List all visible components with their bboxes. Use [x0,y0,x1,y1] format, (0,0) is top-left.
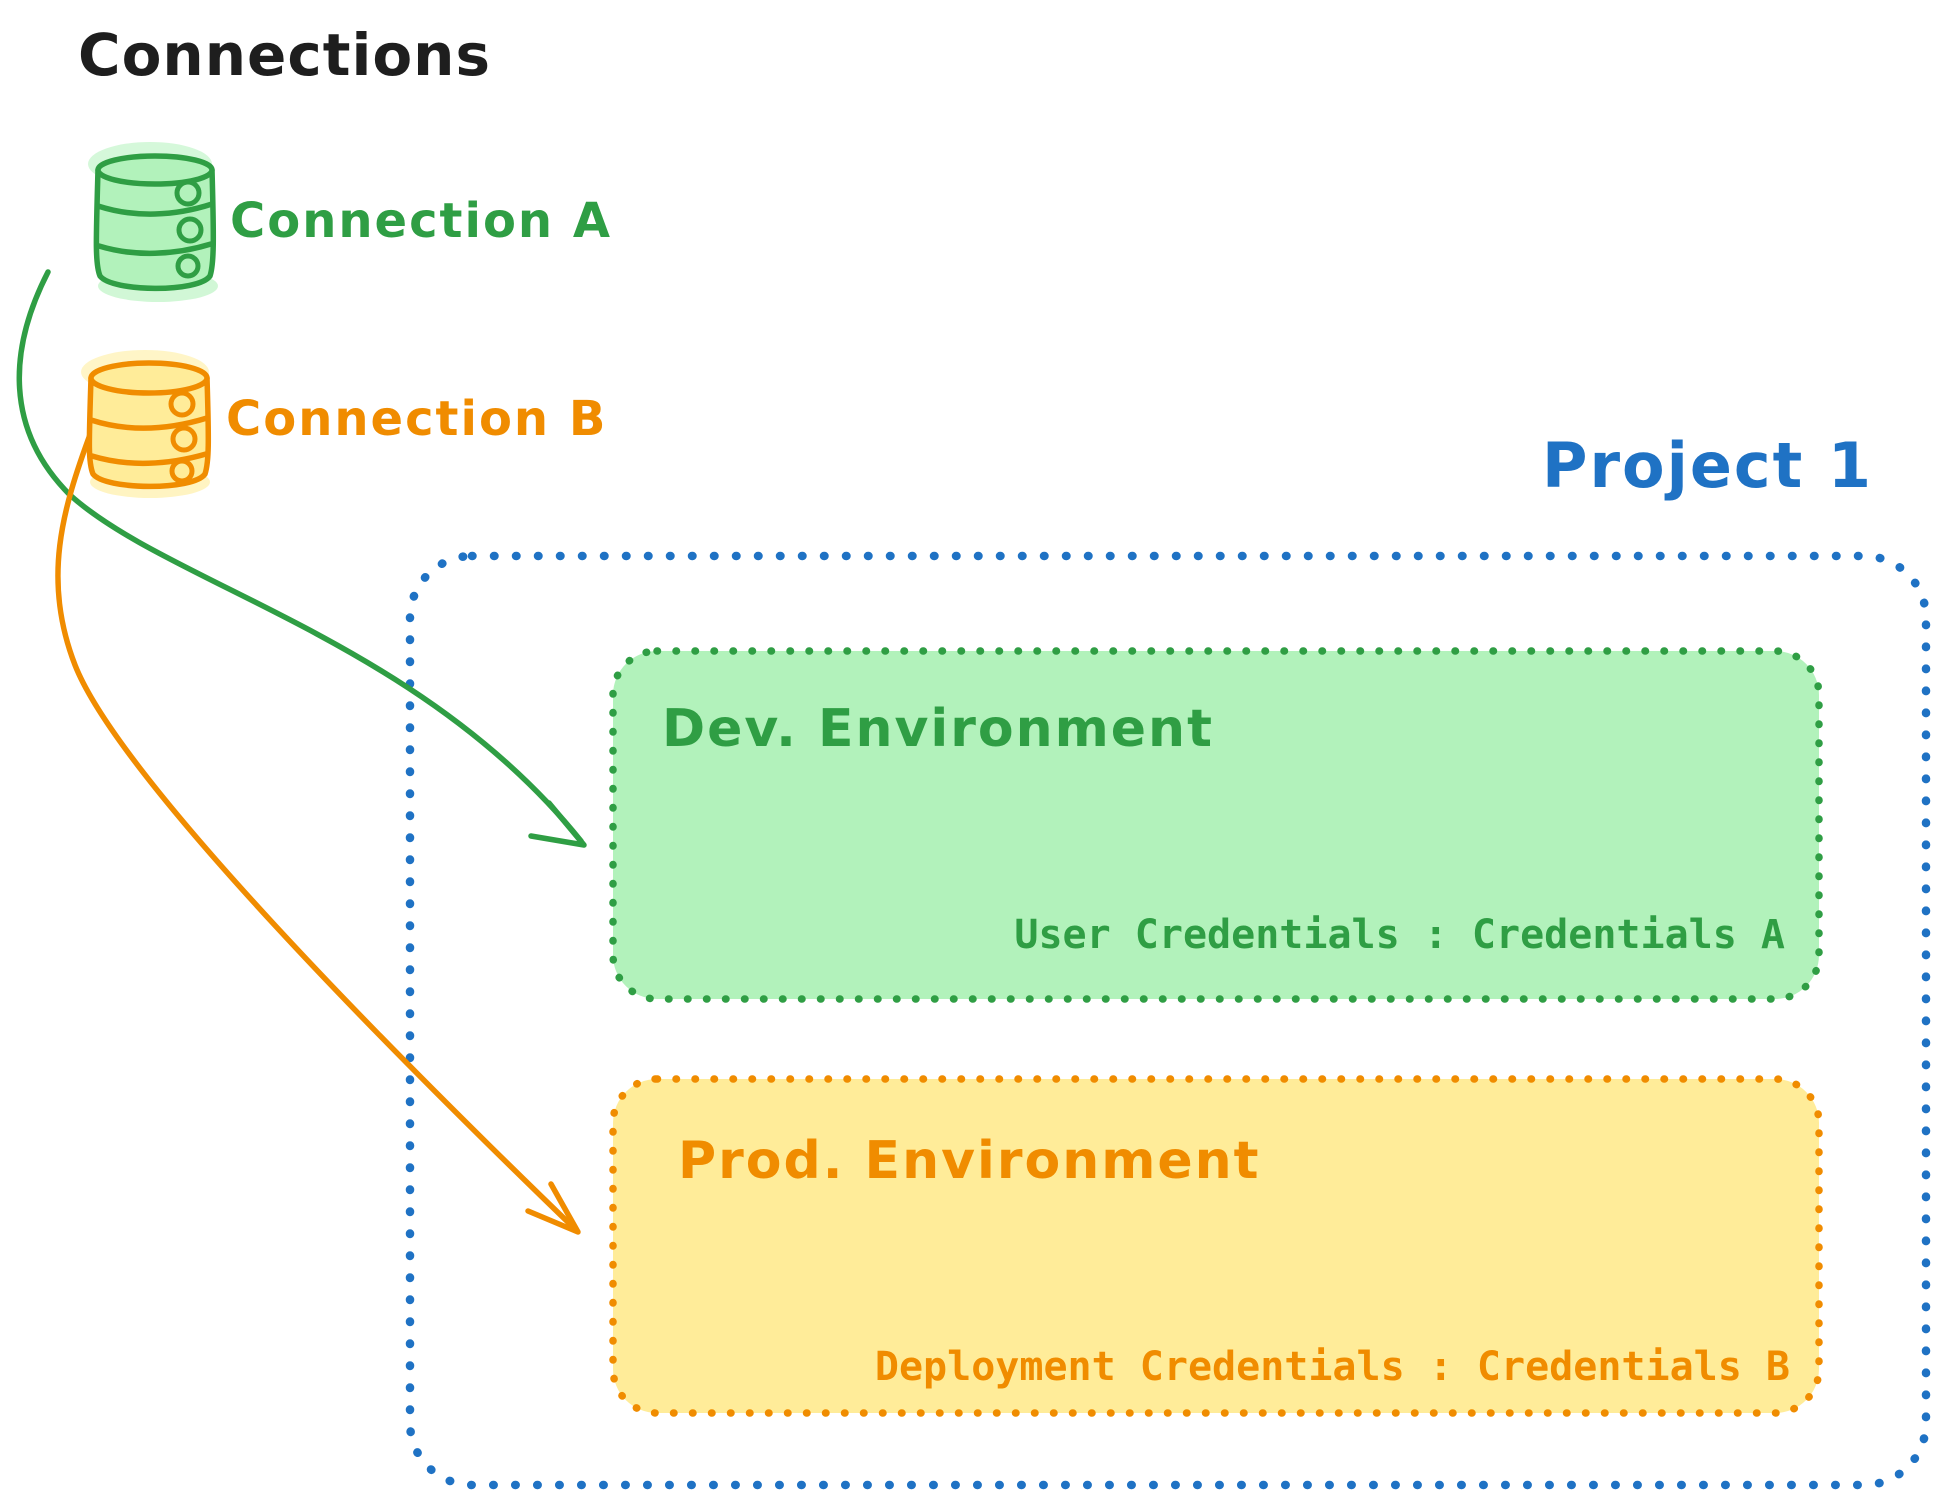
project-box [405,551,1931,1490]
arrow-connection-a-to-dev-icon [16,269,587,848]
prod-environment-box [609,1075,1823,1417]
connections-title: Connections [78,21,491,89]
project-title: Project 1 [1542,429,1874,502]
connection-b-label: Connection B [226,391,608,447]
prod-environment-title: Prod. Environment [678,1131,1261,1191]
dev-environment-credentials: User Credentials : Credentials A [1014,912,1785,958]
prod-environment-credentials: Deployment Credentials : Credentials B [874,1344,1790,1390]
database-icon-connection-a [88,142,218,302]
dev-environment-title: Dev. Environment [662,699,1214,759]
dev-environment-box [609,647,1823,1003]
connection-a-label: Connection A [230,193,612,249]
arrow-connection-b-to-prod-icon [55,429,581,1235]
database-icon-connection-b [81,350,212,498]
